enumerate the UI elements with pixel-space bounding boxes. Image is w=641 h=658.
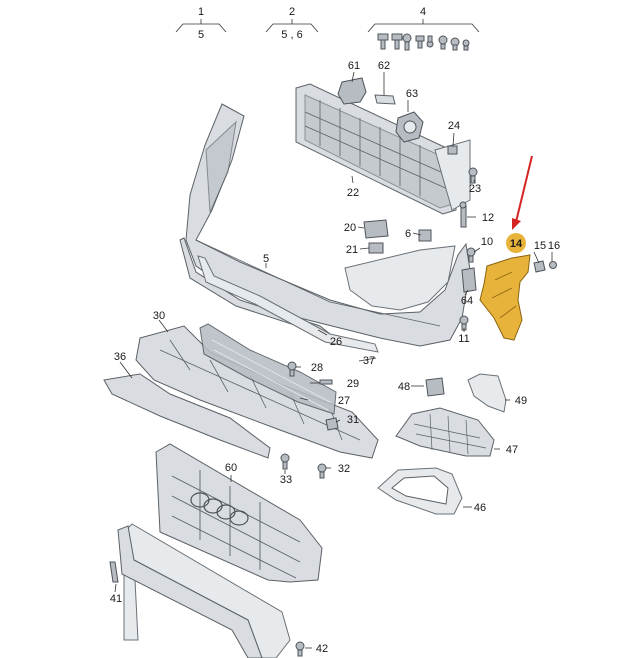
upper-grille-carrier bbox=[295, 83, 471, 215]
callout-46: 46 bbox=[474, 502, 486, 514]
clip-24 bbox=[447, 145, 458, 155]
callout-15: 15 bbox=[534, 240, 546, 252]
callout-24: 24 bbox=[448, 120, 460, 132]
callout-26: 26 bbox=[330, 336, 342, 348]
honeycomb-grille-27 bbox=[199, 323, 337, 415]
screw-28 bbox=[287, 361, 297, 377]
callout-63: 63 bbox=[406, 88, 418, 100]
callout-6: 6 bbox=[405, 228, 411, 240]
screw-42 bbox=[295, 641, 305, 657]
sensor-bracket bbox=[374, 94, 396, 105]
spoiler-36 bbox=[103, 373, 271, 459]
callout-32: 32 bbox=[338, 463, 350, 475]
callout-27: 27 bbox=[338, 395, 350, 407]
callout-29: 29 bbox=[347, 378, 359, 390]
callout-10: 10 bbox=[481, 236, 493, 248]
bracket-48 bbox=[425, 377, 445, 397]
bolt-12 bbox=[459, 201, 467, 228]
callout-33: 33 bbox=[280, 474, 292, 486]
callout-36: 36 bbox=[114, 351, 126, 363]
screw-33 bbox=[280, 453, 290, 470]
screw-11 bbox=[459, 315, 469, 331]
callout-16: 16 bbox=[548, 240, 560, 252]
callout-47: 47 bbox=[506, 444, 518, 456]
fastener-set-4 bbox=[377, 33, 470, 51]
screw-10 bbox=[466, 247, 476, 263]
bracket-21 bbox=[368, 242, 384, 254]
radar-sensor bbox=[395, 111, 424, 143]
screw-16 bbox=[549, 261, 557, 269]
callout-14: 14 bbox=[510, 238, 523, 250]
group-2-sub: 5 , 6 bbox=[281, 29, 302, 41]
callout-11: 11 bbox=[458, 333, 469, 345]
group-2-number: 2 bbox=[289, 6, 295, 18]
guide-bracket-highlighted bbox=[479, 254, 531, 341]
clip-31 bbox=[325, 417, 339, 431]
callout-62: 62 bbox=[378, 60, 390, 72]
callout-12: 12 bbox=[482, 212, 494, 224]
clip-29 bbox=[319, 379, 333, 385]
callout-37: 37 bbox=[363, 355, 375, 367]
screw-32 bbox=[317, 463, 327, 479]
group-header-4: 4 bbox=[367, 6, 480, 33]
callout-22: 22 bbox=[347, 187, 359, 199]
callout-28: 28 bbox=[311, 362, 323, 374]
callout-31: 31 bbox=[347, 414, 359, 426]
callout-60: 60 bbox=[225, 462, 237, 474]
clip-15 bbox=[533, 260, 546, 273]
sensor-block bbox=[337, 77, 367, 105]
group-header-2: 2 5 , 6 bbox=[265, 6, 319, 41]
screw-23 bbox=[468, 167, 478, 184]
fog-light-grille-47 bbox=[395, 407, 495, 457]
callout-42: 42 bbox=[316, 643, 328, 655]
fog-light-trim-46 bbox=[377, 467, 463, 515]
callout-41: 41 bbox=[110, 593, 122, 605]
callout-21: 21 bbox=[346, 244, 358, 256]
main-grille bbox=[155, 443, 323, 583]
callout-14-badge bbox=[506, 233, 526, 253]
callout-49: 49 bbox=[515, 395, 527, 407]
bumper-cover bbox=[185, 103, 471, 347]
group-1-sub: 5 bbox=[198, 29, 204, 41]
grille-frame bbox=[117, 523, 291, 658]
group-header-1: 1 5 bbox=[175, 6, 227, 41]
clip-41 bbox=[109, 561, 119, 583]
clip-6 bbox=[418, 229, 432, 242]
callout-labels: 5 6 10 11 12 14 15 16 20 21 22 23 24 26 … bbox=[110, 60, 560, 655]
trim-strip bbox=[197, 255, 379, 353]
callout-61: 61 bbox=[348, 60, 360, 72]
callout-20: 20 bbox=[344, 222, 356, 234]
bracket-64 bbox=[461, 267, 477, 293]
leader-lines bbox=[114, 71, 553, 649]
callout-arrow-14 bbox=[512, 155, 533, 230]
cover-49 bbox=[467, 373, 507, 413]
spoiler-strip bbox=[179, 237, 332, 335]
group-1-number: 1 bbox=[198, 6, 204, 18]
callout-64: 64 bbox=[461, 295, 473, 307]
callout-5: 5 bbox=[263, 253, 269, 265]
callout-30: 30 bbox=[153, 310, 165, 322]
callout-23: 23 bbox=[469, 183, 481, 195]
bracket-20 bbox=[363, 219, 389, 239]
callout-48: 48 bbox=[398, 381, 410, 393]
group-4-number: 4 bbox=[420, 6, 426, 18]
